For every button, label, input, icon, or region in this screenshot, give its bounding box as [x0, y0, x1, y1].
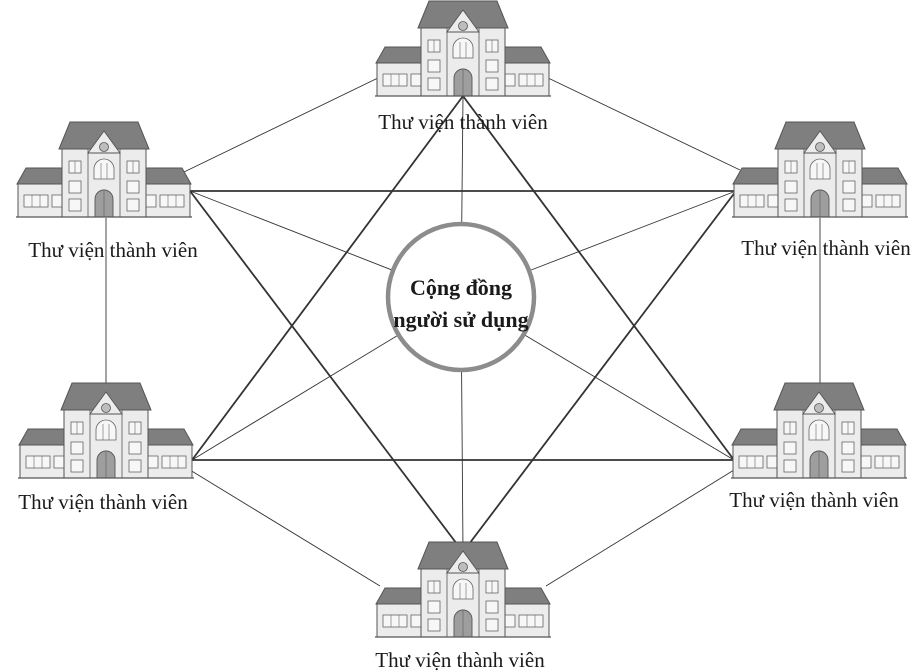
library-label-lower-left: Thư viện thành viên [18, 490, 188, 514]
library-label-lower-right: Thư viện thành viên [729, 488, 899, 512]
connection-top-center [461, 95, 464, 225]
library-node-upper-right [731, 121, 909, 218]
library-label-top: Thư viện thành viên [378, 110, 548, 134]
connection-lower-left-bottom [189, 469, 381, 587]
connection-top-lower-right [462, 95, 735, 461]
connection-lower-left-center [191, 334, 399, 461]
library-label-bottom: Thư viện thành viên [375, 648, 545, 672]
connection-top-upper-right [543, 75, 741, 171]
library-node-top [374, 0, 552, 97]
library-label-upper-left: Thư viện thành viên [28, 238, 198, 262]
connection-lower-right-bottom [545, 469, 735, 587]
library-building-icon [15, 121, 193, 218]
library-node-lower-right [730, 382, 908, 479]
library-node-upper-left [15, 121, 193, 218]
connection-top-upper-left [183, 75, 383, 173]
connection-upper-right-bottom [462, 190, 737, 553]
connection-lower-right-center [523, 334, 735, 461]
connection-lines [105, 75, 821, 587]
library-building-icon [17, 382, 195, 479]
connection-top-lower-left [191, 95, 464, 461]
library-node-lower-left [17, 382, 195, 479]
library-building-icon [374, 541, 552, 638]
library-building-icon [374, 0, 552, 97]
connection-upper-right-center [528, 190, 737, 272]
library-node-bottom [374, 541, 552, 638]
connection-upper-left-center [189, 190, 394, 271]
center-label-line-1: Cộng đồng [409, 275, 513, 300]
library-building-icon [730, 382, 908, 479]
center-label-line-2: người sử dụng [393, 307, 529, 332]
connection-bottom-center [461, 369, 464, 553]
connection-upper-left-bottom [189, 190, 464, 553]
user-community-hub [385, 221, 537, 373]
library-label-upper-right: Thư viện thành viên [741, 236, 911, 260]
center-label: Cộng đồng người sử dụng [393, 272, 528, 336]
library-building-icon [731, 121, 909, 218]
